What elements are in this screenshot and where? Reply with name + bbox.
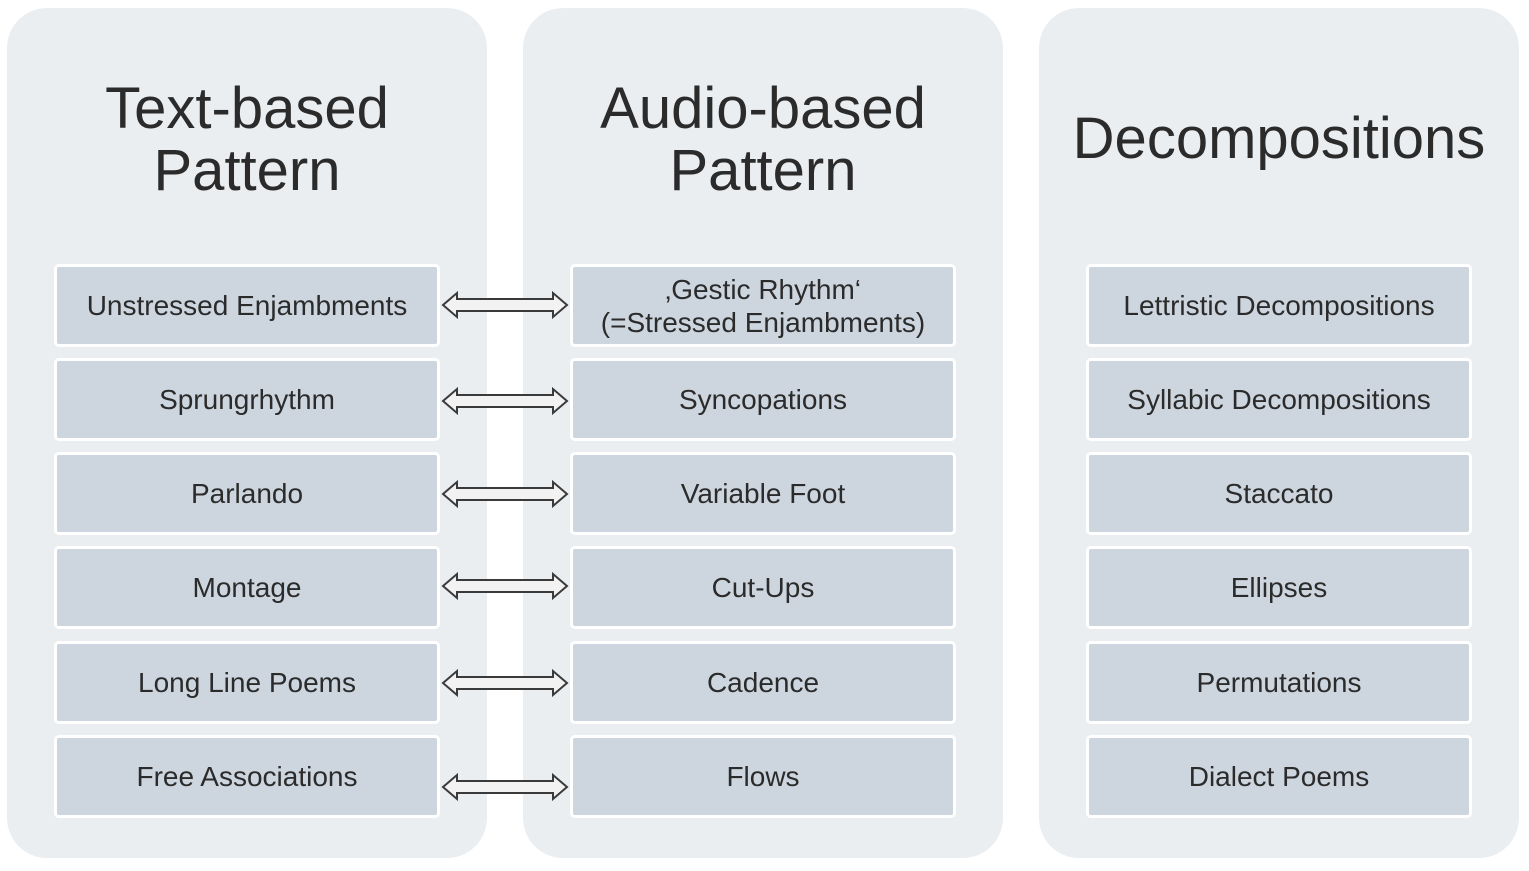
pattern-box-ellipses: Ellipses <box>1086 546 1472 629</box>
pattern-label: Unstressed Enjambments <box>86 290 408 321</box>
column-title-line: Audio-based <box>600 76 926 141</box>
column-text-based-pattern: Text-based Pattern Unstressed Enjambment… <box>7 8 487 858</box>
pattern-label: Syllabic Decompositions <box>1127 384 1431 415</box>
pattern-box-long-line-poems: Long Line Poems <box>54 641 440 724</box>
pattern-box-parlando: Parlando <box>54 452 440 535</box>
pattern-label: Staccato <box>1224 478 1334 509</box>
pattern-box-cut-ups: Cut-Ups <box>570 546 956 629</box>
pattern-box-montage: Montage <box>54 546 440 629</box>
column-title: Text-based Pattern <box>7 78 487 202</box>
pattern-box-syllabic-decompositions: Syllabic Decompositions <box>1086 358 1472 441</box>
pattern-box-permutations: Permutations <box>1086 641 1472 724</box>
pattern-label: Ellipses <box>1230 572 1328 603</box>
pattern-label: Free Associations <box>136 761 358 792</box>
pattern-box-flows: Flows <box>570 735 956 818</box>
double-arrow-icon <box>441 668 569 698</box>
pattern-box-staccato: Staccato <box>1086 452 1472 535</box>
column-title-line: Pattern <box>669 138 857 203</box>
pattern-label: (=Stressed Enjambments) <box>600 306 926 338</box>
column-title-line: Decompositions <box>1072 106 1486 171</box>
pattern-box-dialect-poems: Dialect Poems <box>1086 735 1472 818</box>
column-decompositions: Decompositions Lettristic Decompositions… <box>1039 8 1519 858</box>
pattern-label: Dialect Poems <box>1188 761 1370 792</box>
pattern-label: Cut-Ups <box>711 572 815 603</box>
pattern-label: Flows <box>726 761 800 792</box>
pattern-box-gestic-rhythm: ‚Gestic Rhythm‘ (=Stressed Enjambments) <box>570 264 956 347</box>
pattern-box-syncopations: Syncopations <box>570 358 956 441</box>
pattern-box-variable-foot: Variable Foot <box>570 452 956 535</box>
pattern-box-unstressed-enjambments: Unstressed Enjambments <box>54 264 440 347</box>
pattern-label: ‚Gestic Rhythm‘ <box>664 273 862 305</box>
pattern-label: Syncopations <box>678 384 848 415</box>
double-arrow-icon <box>441 571 569 601</box>
pattern-box-free-associations: Free Associations <box>54 735 440 818</box>
column-audio-based-pattern: Audio-based Pattern ‚Gestic Rhythm‘ (=St… <box>523 8 1003 858</box>
pattern-label: Variable Foot <box>680 478 846 509</box>
pattern-box-sprungrhythm: Sprungrhythm <box>54 358 440 441</box>
pattern-label: Montage <box>192 572 302 603</box>
pattern-box-lettristic-decompositions: Lettristic Decompositions <box>1086 264 1472 347</box>
column-title-line: Text-based <box>105 76 389 141</box>
pattern-box-cadence: Cadence <box>570 641 956 724</box>
pattern-label: Parlando <box>190 478 304 509</box>
double-arrow-icon <box>441 290 569 320</box>
pattern-label: Cadence <box>706 667 820 698</box>
pattern-label: Permutations <box>1196 667 1362 698</box>
pattern-label: Lettristic Decompositions <box>1123 290 1435 321</box>
double-arrow-icon <box>441 479 569 509</box>
pattern-label: Long Line Poems <box>138 667 356 698</box>
pattern-label: Sprungrhythm <box>159 384 335 415</box>
column-title-line: Pattern <box>153 138 341 203</box>
double-arrow-icon <box>441 386 569 416</box>
double-arrow-icon <box>441 772 569 802</box>
column-title: Audio-based Pattern <box>523 78 1003 202</box>
column-title: Decompositions <box>1039 108 1519 170</box>
